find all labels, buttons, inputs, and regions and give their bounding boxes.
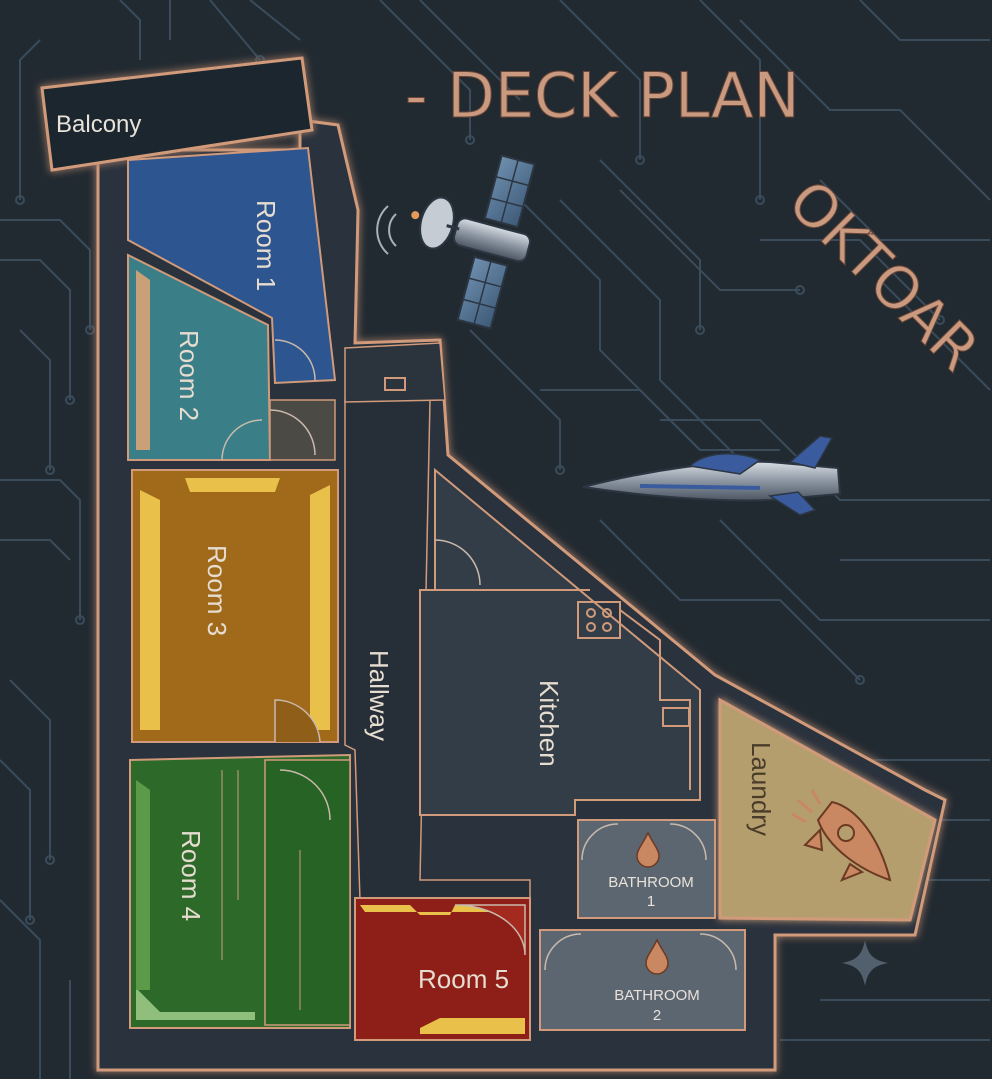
deck-plan-title: - DECK PLAN	[405, 59, 800, 132]
hallway[interactable]: Hallway	[344, 342, 531, 901]
bathroom-2[interactable]: BATHROOM 2	[539, 929, 746, 1031]
bathroom-1-label-line1: BATHROOM	[608, 874, 694, 891]
room-4[interactable]: Room 4	[129, 753, 351, 1029]
rocket-icon	[791, 789, 892, 882]
room-2[interactable]: Room 2	[127, 253, 336, 461]
circuit-nodes	[15, 55, 945, 925]
room-5[interactable]: Room 5	[354, 897, 531, 1041]
water-drop-icon	[645, 938, 669, 975]
water-drop-icon	[636, 831, 660, 868]
stove-icon	[577, 601, 621, 639]
satellite-icon	[376, 154, 536, 330]
bathroom-2-label-line1: BATHROOM	[614, 987, 700, 1004]
balcony[interactable]: Balcony	[40, 56, 314, 172]
laundry-room-label: Laundry	[746, 742, 776, 836]
bathroom-1-label-line2: 1	[647, 893, 655, 910]
bathroom-1[interactable]: BATHROOM 1	[577, 819, 716, 919]
room-3-label: Room 3	[202, 545, 232, 636]
room-4-label: Room 4	[176, 830, 206, 921]
bathroom-2-label-line2: 2	[653, 1007, 661, 1024]
room-3[interactable]: Room 3	[131, 469, 339, 743]
spaceship-icon	[582, 435, 842, 516]
room-2-label: Room 2	[174, 330, 204, 421]
kitchen[interactable]: Kitchen	[419, 467, 701, 816]
hallway-label: Hallway	[364, 650, 394, 741]
sparkle-icon	[842, 940, 888, 986]
balcony-label: Balcony	[56, 111, 141, 138]
room-1[interactable]: Room 1	[127, 146, 337, 385]
room-5-label: Room 5	[418, 964, 509, 994]
room-1-label: Room 1	[251, 200, 281, 291]
kitchen-label: Kitchen	[534, 680, 564, 767]
laundry[interactable]: Laundry	[718, 697, 937, 922]
